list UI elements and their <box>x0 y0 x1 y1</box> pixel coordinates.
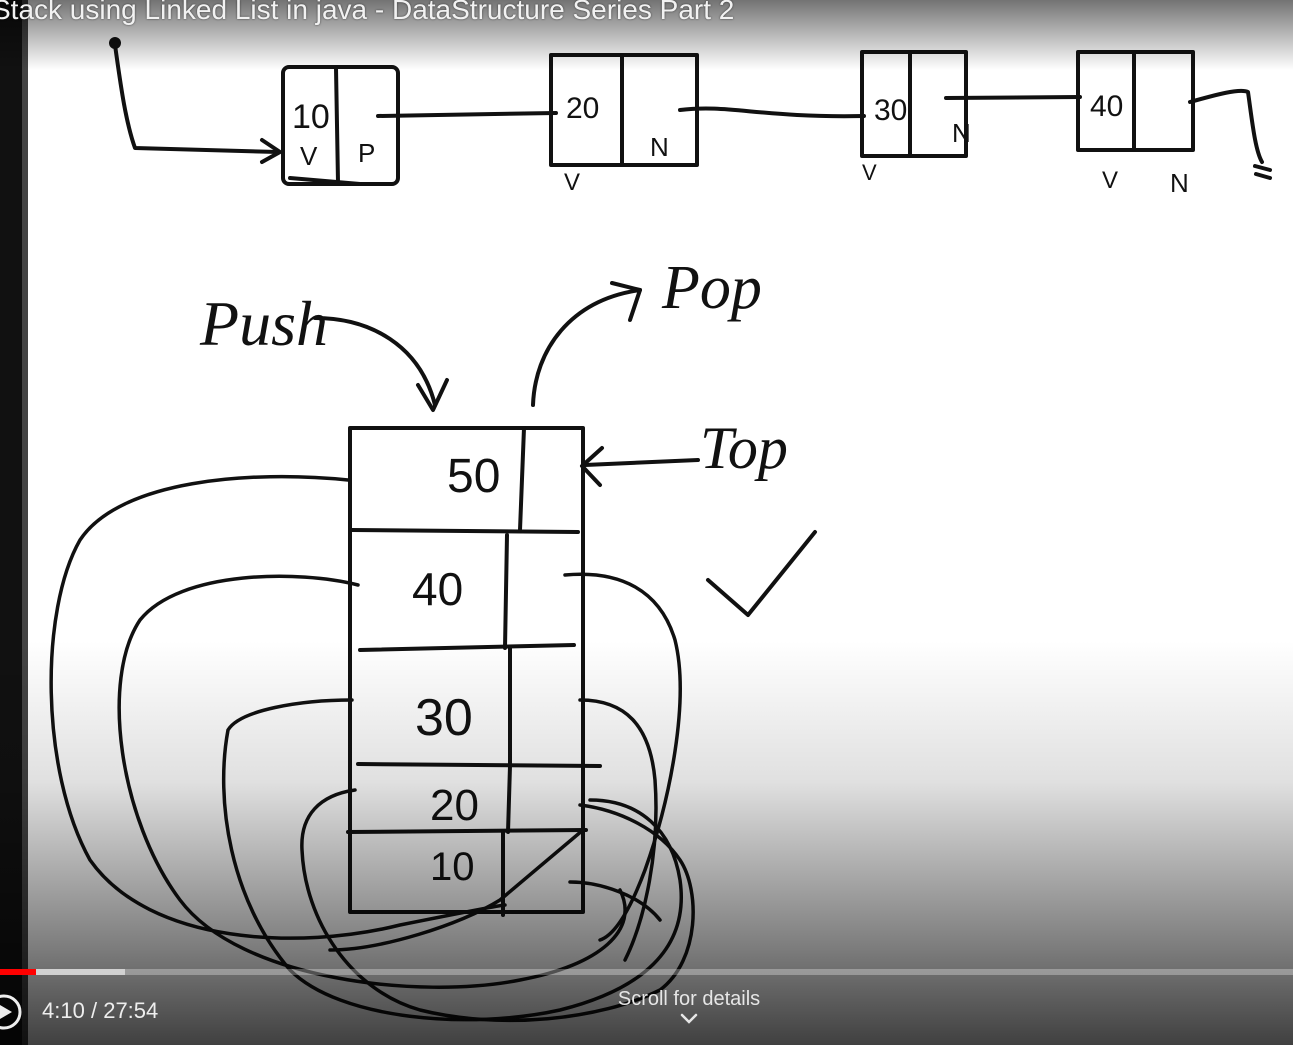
node-3-mark-left: V <box>862 160 877 185</box>
pop-label: Pop <box>661 254 762 322</box>
link-3-4 <box>944 95 1082 100</box>
stack-next-pointers <box>49 474 695 1023</box>
node-4-value: 40 <box>1090 90 1123 123</box>
linked-list-node-4: 40 V N <box>1076 50 1195 198</box>
stack-diagram: 50 40 30 20 10 <box>346 426 602 917</box>
left-edge-shadow <box>22 0 28 1045</box>
head-pointer-arrow <box>113 43 280 154</box>
top-arrow <box>583 458 700 467</box>
play-icon <box>0 994 22 1030</box>
linked-list-node-3: 30 V N <box>860 50 971 185</box>
progress-played <box>0 969 37 975</box>
node-1-mark-right: P <box>358 138 375 168</box>
pop-arrowhead <box>610 281 642 322</box>
linked-list-node-1: 10 V P <box>281 65 400 186</box>
progress-bar[interactable] <box>0 969 1293 975</box>
time-display: 4:10 / 27:54 <box>42 998 158 1024</box>
pop-arrow <box>531 288 642 407</box>
node-2-mark-right: N <box>650 132 669 162</box>
stack-cell-4: 20 <box>430 781 479 830</box>
link-2-3 <box>678 106 866 119</box>
scroll-for-details-button[interactable]: Scroll for details <box>589 988 789 1025</box>
stack-cell-1: 50 <box>447 450 500 503</box>
chevron-down-icon <box>680 1013 698 1024</box>
node-2-mark-left: V <box>564 169 580 196</box>
push-label: Push <box>199 288 328 359</box>
linked-list-node-2: 20 V N <box>549 53 699 196</box>
node-3-mark-right: N <box>952 118 971 148</box>
left-edge-bar <box>0 0 22 1045</box>
top-label: Top <box>700 415 788 481</box>
duration: 27:54 <box>103 998 159 1023</box>
play-button[interactable] <box>0 994 22 1030</box>
node-3-value: 30 <box>874 94 907 127</box>
link-1-2 <box>376 111 558 118</box>
push-arrow <box>313 316 437 407</box>
stack-cell-5: 10 <box>430 845 475 889</box>
stack-cell-2: 40 <box>412 563 463 615</box>
time-separator: / <box>90 998 98 1023</box>
progress-buffered <box>0 969 126 975</box>
head-pointer-arrowhead <box>260 138 282 164</box>
scroll-hint-label: Scroll for details <box>617 988 761 1010</box>
node-1-mark-left: V <box>300 141 318 171</box>
current-time: 4:10 <box>42 998 85 1023</box>
push-arrowhead <box>416 378 449 412</box>
node-4-mark-left: V <box>1102 167 1118 194</box>
check-mark <box>706 530 817 617</box>
node-1-value: 10 <box>292 98 330 136</box>
node-2-value: 20 <box>566 92 599 125</box>
stack-cell-3: 30 <box>415 689 473 747</box>
node-4-mark-right: N <box>1170 168 1189 198</box>
null-terminator <box>1188 88 1272 180</box>
